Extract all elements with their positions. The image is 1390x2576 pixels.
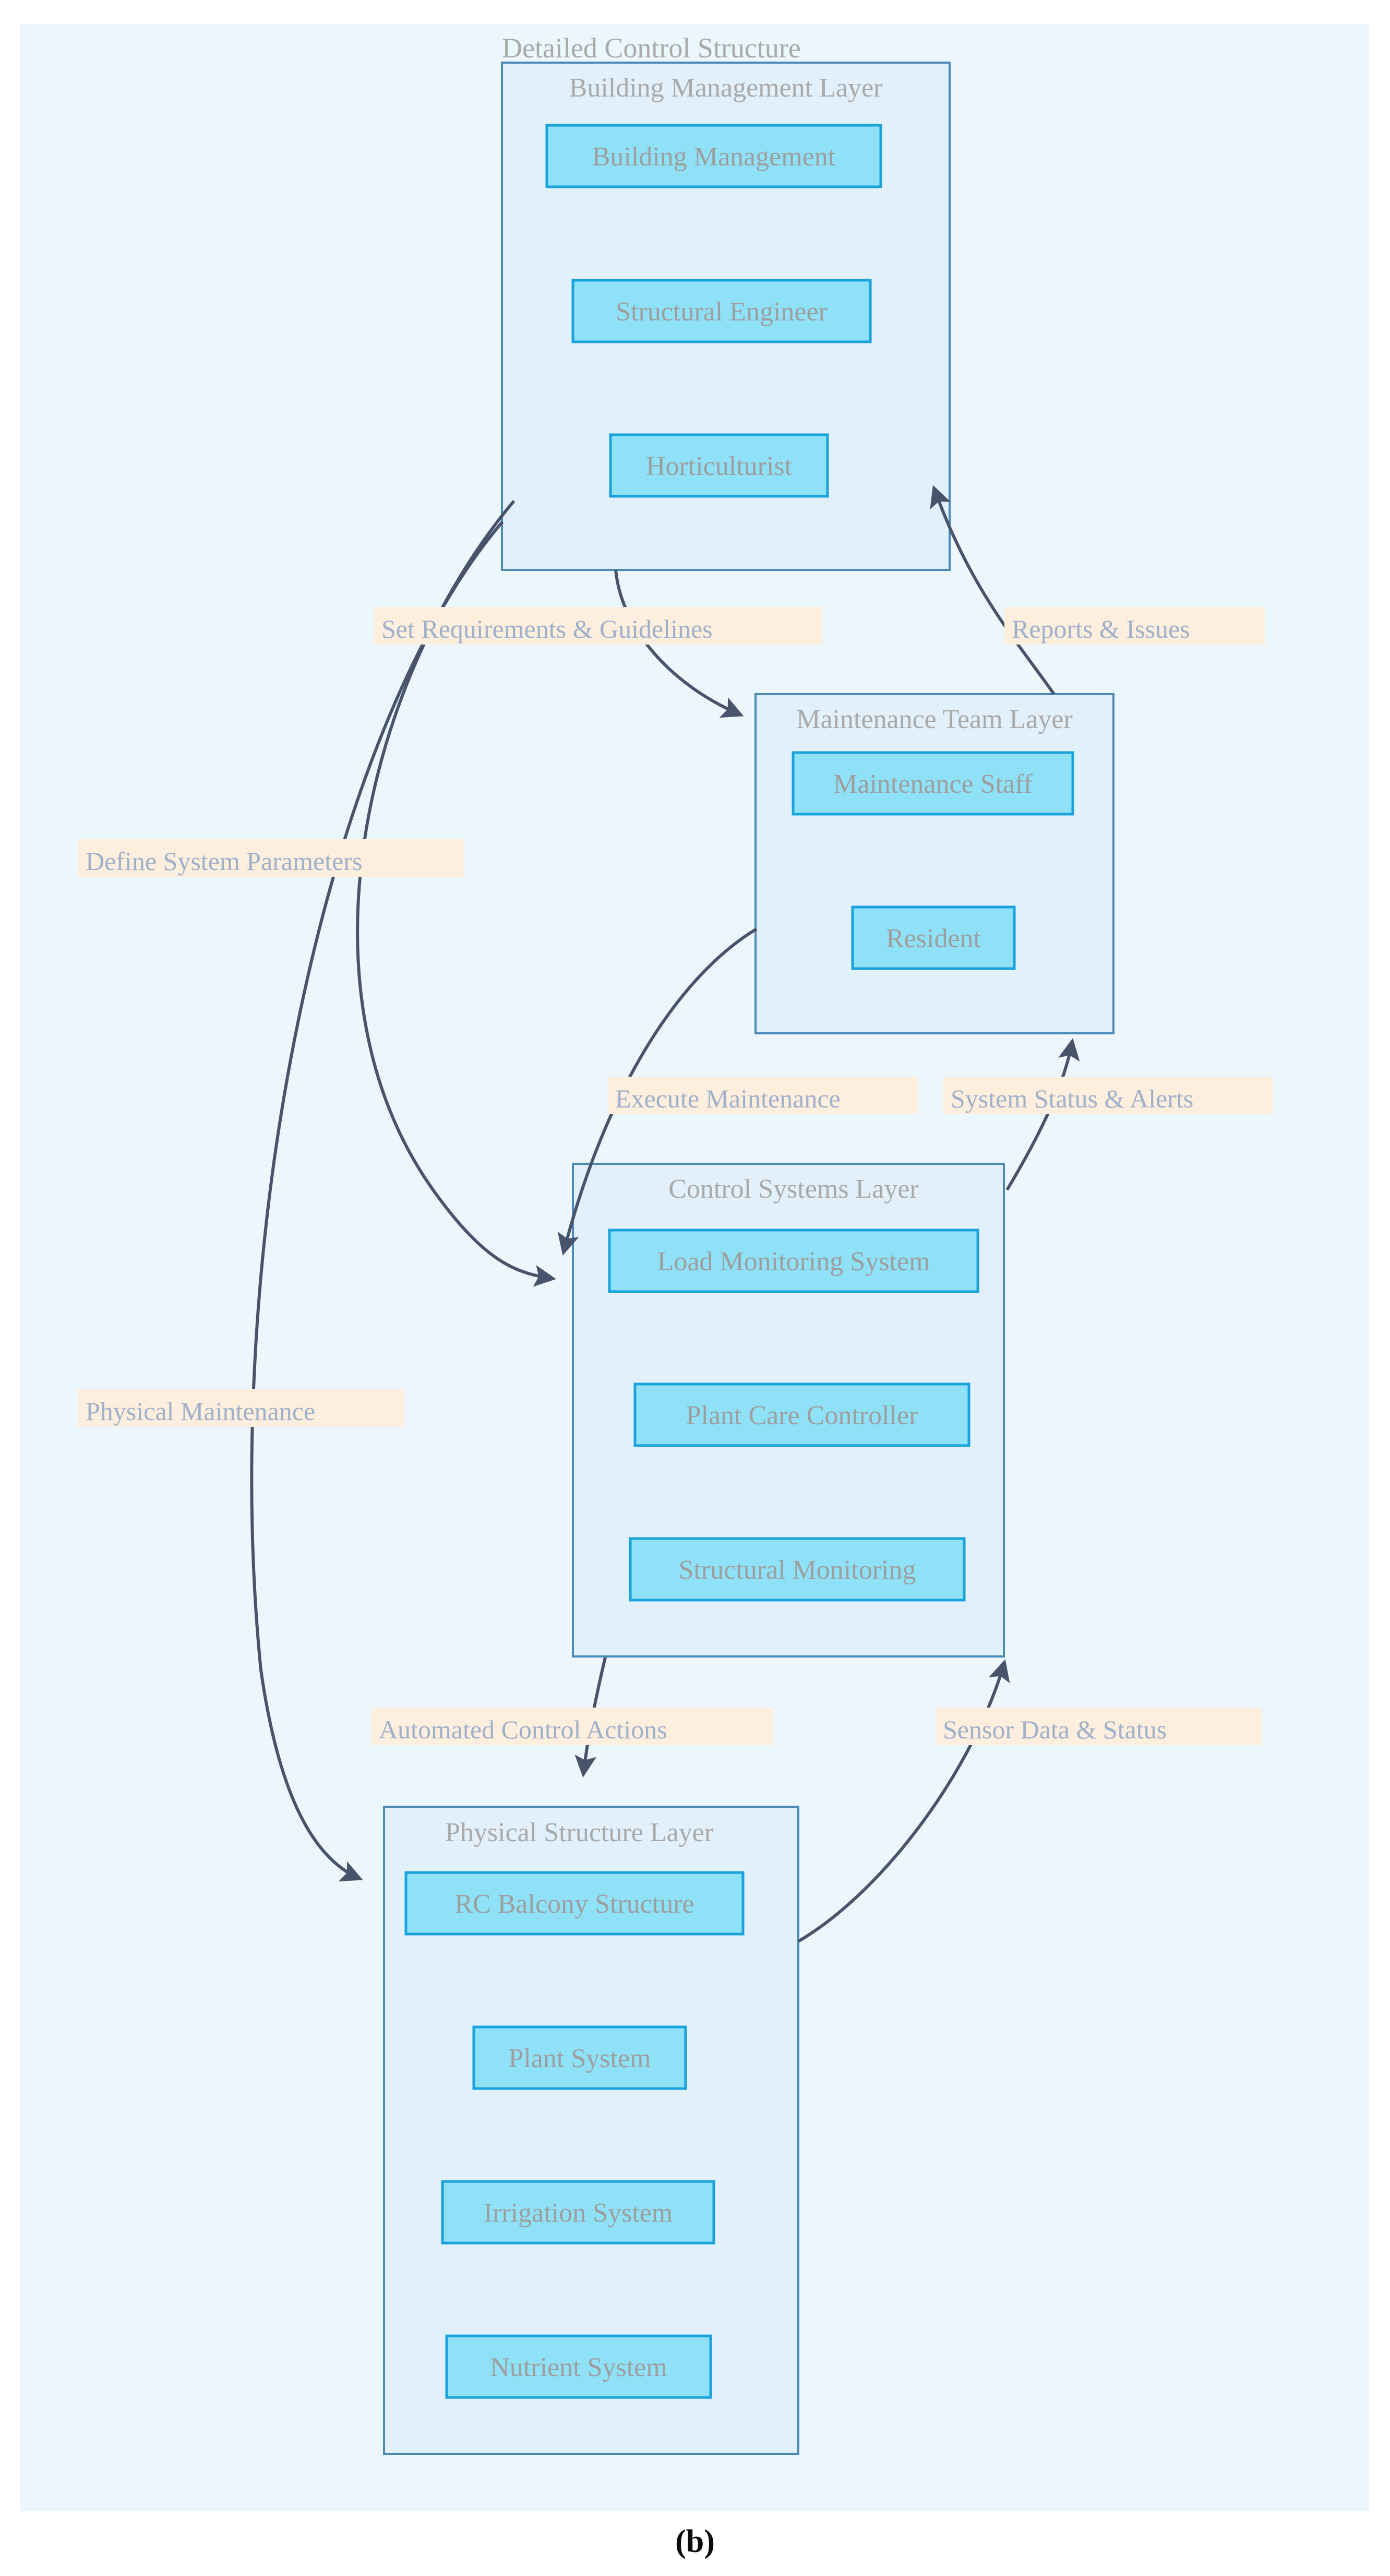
node-resident[interactable]: Resident	[851, 905, 1016, 970]
building-management-layer-title: Building Management Layer	[569, 73, 883, 103]
node-building-management[interactable]: Building Management	[545, 124, 882, 188]
node-plant-care-controller-label: Plant Care Controller	[686, 1401, 918, 1430]
node-building-management-label: Building Management	[592, 142, 836, 172]
node-plant-care-controller[interactable]: Plant Care Controller	[633, 1382, 970, 1447]
maintenance-team-layer-box[interactable]	[754, 693, 1115, 1034]
node-plant-system-box[interactable]	[472, 2025, 687, 2090]
edge-label-system-status-alerts: System Status & Alerts	[943, 1077, 1273, 1114]
node-rc-balcony-structure-box[interactable]	[404, 1871, 745, 1936]
maintenance-team-layer[interactable]: Maintenance Team Layer Maintenance Staff…	[754, 693, 1115, 1034]
edge-system-status-alerts	[1005, 1038, 1080, 1191]
edge-execute-maintenance	[557, 927, 758, 1256]
node-irrigation-system-box[interactable]	[441, 2180, 715, 2245]
node-maintenance-staff[interactable]: Maintenance Staff	[792, 751, 1074, 816]
node-horticulturist-label: Horticulturist	[646, 451, 793, 481]
node-load-monitoring-system[interactable]: Load Monitoring System	[608, 1229, 979, 1293]
control-systems-layer[interactable]: Control Systems Layer Load Monitoring Sy…	[572, 1163, 1005, 1657]
maintenance-team-layer-title: Maintenance Team Layer	[796, 705, 1073, 734]
node-plant-system-label: Plant System	[508, 2044, 651, 2073]
svg-text:Physical Maintenance: Physical Maintenance	[86, 1397, 315, 1426]
node-rc-balcony-structure-label: RC Balcony Structure	[454, 1889, 694, 1919]
edge-physical-maintenance	[250, 521, 504, 1882]
edge-label-physical-maintenance: Physical Maintenance	[78, 1389, 404, 1427]
node-structural-monitoring-label: Structural Monitoring	[679, 1555, 916, 1585]
node-plant-care-controller-box[interactable]	[633, 1382, 970, 1447]
svg-text:Reports & Issues: Reports & Issues	[1012, 614, 1190, 643]
edge-label-automated-control-actions: Automated Control Actions	[372, 1708, 773, 1745]
node-rc-balcony-structure[interactable]: RC Balcony Structure	[404, 1871, 745, 1936]
node-structural-monitoring[interactable]: Structural Monitoring	[629, 1537, 966, 1602]
svg-text:Execute Maintenance: Execute Maintenance	[615, 1084, 841, 1113]
building-management-layer[interactable]: Building Management Layer Building Manag…	[501, 62, 951, 571]
node-structural-engineer-box[interactable]	[571, 279, 872, 343]
node-nutrient-system[interactable]: Nutrient System	[445, 2334, 712, 2399]
node-maintenance-staff-label: Maintenance Staff	[833, 769, 1033, 799]
node-nutrient-system-box[interactable]	[445, 2334, 712, 2399]
edge-label-execute-maintenance: Execute Maintenance	[608, 1077, 918, 1114]
edge-set-requirements-guidelines	[614, 569, 744, 718]
edge-label-define-system-parameters: Define System Parameters	[78, 839, 464, 877]
svg-text:System Status & Alerts: System Status & Alerts	[951, 1084, 1193, 1113]
edge-label-sensor-data-status: Sensor Data & Status	[936, 1708, 1262, 1745]
diagram-title: Detailed Control Structure	[502, 32, 801, 64]
edge-label-set-requirements-guidelines: Set Requirements & Guidelines	[374, 607, 822, 645]
svg-text:Automated Control Actions: Automated Control Actions	[379, 1715, 667, 1744]
node-horticulturist-box[interactable]	[609, 433, 829, 498]
node-plant-system[interactable]: Plant System	[472, 2025, 687, 2090]
node-structural-engineer[interactable]: Structural Engineer	[571, 279, 872, 343]
node-resident-box[interactable]	[851, 905, 1016, 970]
physical-structure-layer-title: Physical Structure Layer	[445, 1818, 713, 1847]
node-structural-monitoring-box[interactable]	[629, 1537, 966, 1602]
figure-caption: (b)	[675, 2524, 715, 2559]
node-irrigation-system-label: Irrigation System	[484, 2198, 673, 2228]
node-structural-engineer-label: Structural Engineer	[616, 297, 828, 327]
node-building-management-box[interactable]	[545, 124, 882, 188]
edge-label-reports-issues: Reports & Issues	[1004, 607, 1265, 645]
svg-text:Define System Parameters: Define System Parameters	[86, 846, 362, 876]
node-maintenance-staff-box[interactable]	[792, 751, 1074, 816]
control-systems-layer-title: Control Systems Layer	[668, 1174, 919, 1204]
edge-sensor-data-status	[797, 1659, 1010, 1943]
svg-text:Set Requirements & Guidelines: Set Requirements & Guidelines	[381, 614, 713, 643]
node-load-monitoring-system-box[interactable]	[608, 1229, 979, 1293]
node-horticulturist[interactable]: Horticulturist	[609, 433, 829, 498]
node-nutrient-system-label: Nutrient System	[490, 2353, 667, 2382]
physical-structure-layer[interactable]: Physical Structure Layer RC Balcony Stru…	[383, 1806, 799, 2455]
edge-reports-issues	[930, 485, 1056, 695]
node-resident-label: Resident	[886, 924, 981, 953]
svg-text:Sensor Data & Status: Sensor Data & Status	[943, 1715, 1167, 1744]
node-load-monitoring-system-label: Load Monitoring System	[657, 1247, 930, 1277]
node-irrigation-system[interactable]: Irrigation System	[441, 2180, 715, 2245]
